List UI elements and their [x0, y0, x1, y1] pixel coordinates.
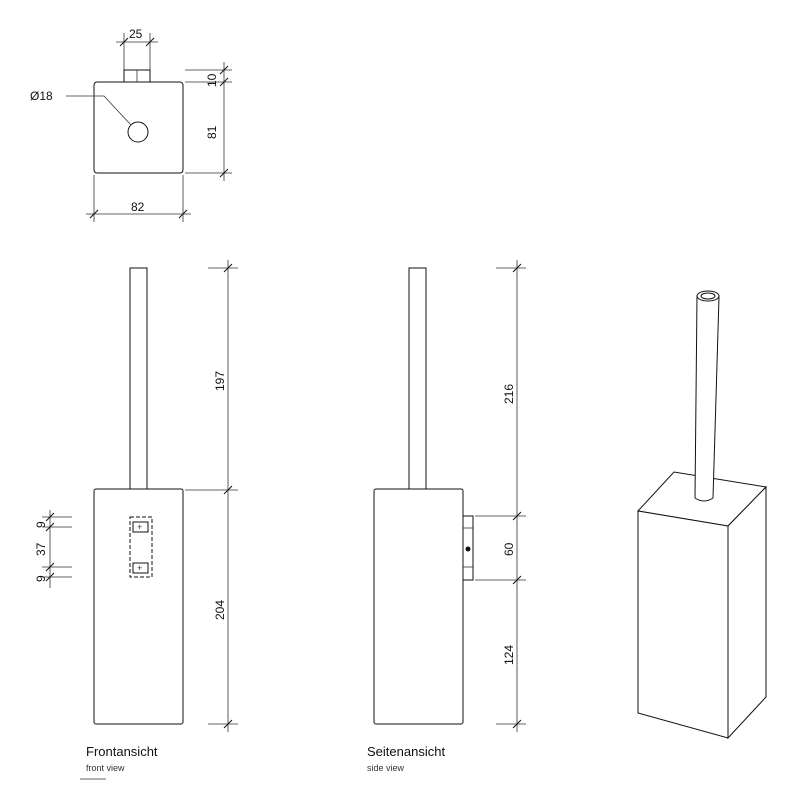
top-view: Ø18 25 10 81 82 [30, 27, 232, 222]
bracket-spacing-label: 37 [34, 542, 48, 556]
dim-top-right-tick-2 [220, 78, 228, 86]
dim-side-tick-3 [513, 576, 521, 584]
side-lower-label: 124 [502, 645, 516, 665]
cap-width-label: 25 [129, 27, 143, 41]
side-view-handle [409, 268, 426, 490]
dim-cap-width-tick-left [120, 38, 128, 46]
top-view-hole [128, 122, 148, 142]
perspective-handle-cap-inner [701, 293, 715, 299]
dim-top-right-tick-3 [220, 169, 228, 177]
front-view-caption: Frontansicht [86, 744, 158, 759]
dim-side-tick-bottom [513, 720, 521, 728]
perspective-box-side [728, 487, 766, 738]
dim-cap-width-tick-right [146, 38, 154, 46]
side-view-subcaption: side view [367, 763, 405, 773]
front-body-label: 204 [213, 600, 227, 620]
hole-diameter-label: Ø18 [30, 89, 53, 103]
side-bracket-label: 60 [502, 542, 516, 556]
dim-side-tick-top [513, 264, 521, 272]
dim-top-right-tick-1 [220, 66, 228, 74]
bracket-screw-bottom-icon: + [137, 563, 142, 573]
bracket-hole-bottom-label: 9 [34, 575, 48, 582]
perspective-handle [695, 297, 719, 501]
side-view-screw-icon [465, 546, 471, 552]
bracket-hole-top-label: 9 [34, 521, 48, 528]
front-view-handle [130, 268, 147, 490]
perspective-view [638, 291, 766, 738]
side-handle-label: 216 [502, 384, 516, 404]
side-view: 216 60 124 Seitenansicht side view [367, 260, 526, 773]
hole-leader-line [66, 96, 131, 125]
dim-front-tick-mid [224, 486, 232, 494]
dim-top-width-tick-right [179, 210, 187, 218]
dim-front-tick-bottom [224, 720, 232, 728]
side-view-body [374, 489, 463, 724]
top-depth-label: 81 [205, 125, 219, 139]
front-view-bracket-hole-bottom [133, 563, 148, 573]
dim-bracket-tick-4 [46, 573, 54, 581]
dim-front-tick-top [224, 264, 232, 272]
top-width-label: 82 [131, 200, 145, 214]
dim-top-width-tick-left [90, 210, 98, 218]
dim-bracket-tick-3 [46, 563, 54, 571]
side-view-caption: Seitenansicht [367, 744, 445, 759]
front-view-bracket-hole-top [133, 522, 148, 532]
dim-side-tick-2 [513, 512, 521, 520]
bracket-screw-top-icon: + [137, 522, 142, 532]
front-view-subcaption: front view [86, 763, 125, 773]
cap-height-label: 10 [205, 73, 219, 87]
front-view: + + 197 204 9 37 9 Frontansicht front vi… [34, 260, 238, 779]
front-handle-label: 197 [213, 371, 227, 391]
dim-bracket-tick-1 [46, 513, 54, 521]
dim-bracket-tick-2 [46, 523, 54, 531]
front-view-body [94, 489, 183, 724]
perspective-box-front [638, 511, 728, 738]
